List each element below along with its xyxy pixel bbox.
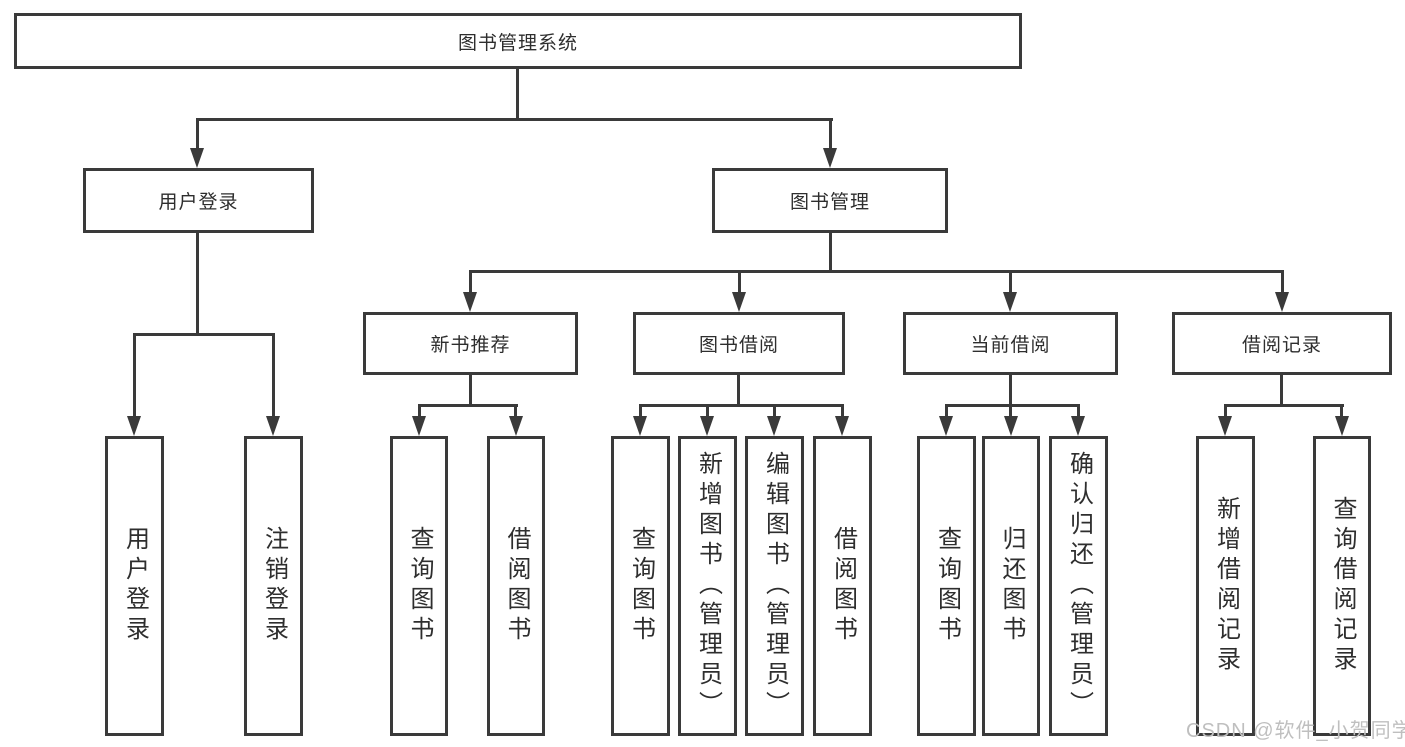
arrow-down-icon: [700, 416, 714, 436]
node-label: 当前借阅: [970, 335, 1051, 356]
connector-drop-add-book-admin: [706, 404, 709, 418]
arrow-down-icon: [127, 416, 141, 436]
arrow-down-icon: [633, 416, 647, 436]
connector-drop-query-books-borrowing: [639, 404, 642, 418]
node-borrowing-records: 借阅记录: [1172, 312, 1392, 375]
leaf-borrow-books-borrowing: 借阅图书: [813, 436, 872, 736]
connector-current-borrowing-stem: [1009, 375, 1012, 407]
node-label: 图书借阅: [698, 335, 779, 356]
leaf-label: 新增图书（管理员）: [694, 451, 722, 721]
arrow-down-icon: [1335, 416, 1349, 436]
csdn-watermark: CSDN @软件_小贺同学: [1186, 720, 1405, 742]
leaf-label: 用户登录: [121, 526, 149, 646]
node-library-system: 图书管理系统: [14, 13, 1022, 69]
connector-drop-leaf-user-login: [133, 333, 136, 417]
connector-drop-user-login: [196, 118, 199, 150]
arrow-down-icon: [835, 416, 849, 436]
leaf-query-books-recommend: 查询图书: [390, 436, 448, 736]
arrow-down-icon: [412, 416, 426, 436]
arrow-down-icon: [1218, 416, 1232, 436]
leaf-add-borrow-record: 新增借阅记录: [1196, 436, 1255, 736]
leaf-query-books-borrowing: 查询图书: [611, 436, 670, 736]
arrow-down-icon: [767, 416, 781, 436]
node-label: 借阅记录: [1241, 335, 1322, 356]
node-current-borrowing: 当前借阅: [903, 312, 1118, 375]
connector-drop-confirm-return-admin: [1077, 404, 1080, 418]
leaf-return-books: 归还图书: [982, 436, 1040, 736]
connector-user-login-horizontal: [133, 333, 275, 336]
leaf-borrow-books-recommend: 借阅图书: [487, 436, 545, 736]
node-user-login: 用户登录: [83, 168, 314, 233]
connector-borrowing-records-horizontal: [1224, 404, 1344, 407]
leaf-label: 注销登录: [260, 526, 288, 646]
leaf-label: 确认归还（管理员）: [1065, 451, 1093, 721]
node-book-management: 图书管理: [712, 168, 948, 233]
connector-current-borrowing-horizontal: [945, 404, 1080, 407]
leaf-label: 归还图书: [998, 526, 1025, 646]
node-label: 新书推荐: [430, 335, 511, 356]
leaf-label: 借阅图书: [829, 526, 857, 646]
node-new-book-recommend: 新书推荐: [363, 312, 578, 375]
connector-borrowing-records-stem: [1280, 375, 1283, 407]
connector-drop-return-books: [1009, 404, 1012, 418]
node-label: 用户登录: [158, 192, 239, 213]
leaf-label: 查询图书: [627, 526, 655, 646]
node-label: 图书管理系统: [457, 32, 578, 54]
arrow-down-icon: [732, 292, 746, 312]
connector-drop-edit-book-admin: [773, 404, 776, 418]
arrow-down-icon: [1003, 292, 1017, 312]
connector-drop-query-books-current: [945, 404, 948, 418]
connector-drop-query-borrow-record: [1340, 404, 1343, 418]
connector-drop-book-borrowing: [738, 270, 741, 294]
connector-book-borrowing-stem: [737, 375, 740, 407]
connector-drop-query-books-recommend: [418, 404, 421, 418]
connector-drop-borrow-books-recommend: [514, 404, 517, 418]
arrow-down-icon: [463, 292, 477, 312]
arrow-down-icon: [1071, 416, 1085, 436]
leaf-label: 借阅图书: [503, 526, 530, 646]
connector-drop-add-borrow-record: [1224, 404, 1227, 418]
leaf-label: 查询图书: [406, 526, 433, 646]
leaf-label: 新增借阅记录: [1212, 496, 1240, 676]
leaf-label: 编辑图书（管理员）: [761, 451, 789, 721]
leaf-add-book-admin: 新增图书（管理员）: [678, 436, 737, 736]
connector-drop-borrowing-records: [1281, 270, 1284, 294]
connector-new-book-recommend-horizontal: [418, 404, 518, 407]
connector-book-management-horizontal: [469, 270, 1283, 273]
leaf-confirm-return-admin: 确认归还（管理员）: [1049, 436, 1108, 736]
arrow-down-icon: [266, 416, 280, 436]
arrow-down-icon: [190, 148, 204, 168]
leaf-label: 查询借阅记录: [1329, 496, 1356, 676]
connector-drop-leaf-logout: [272, 333, 275, 417]
leaf-edit-book-admin: 编辑图书（管理员）: [745, 436, 804, 736]
arrow-down-icon: [823, 148, 837, 168]
connector-book-management-stem: [829, 233, 832, 273]
connector-book-borrowing-horizontal: [639, 404, 844, 407]
node-label: 图书管理: [789, 192, 870, 213]
leaf-logout: 注销登录: [244, 436, 303, 736]
node-book-borrowing: 图书借阅: [633, 312, 845, 375]
connector-drop-new-book-recommend: [469, 270, 472, 294]
leaf-query-borrow-record: 查询借阅记录: [1313, 436, 1371, 736]
leaf-user-login: 用户登录: [105, 436, 164, 736]
arrow-down-icon: [939, 416, 953, 436]
arrow-down-icon: [1004, 416, 1018, 436]
connector-drop-current-borrowing: [1009, 270, 1012, 294]
connector-root-stem: [516, 69, 519, 121]
leaf-label: 查询图书: [933, 526, 961, 646]
connector-root-horizontal: [196, 118, 833, 121]
leaf-query-books-current: 查询图书: [917, 436, 976, 736]
connector-drop-borrow-books-borrowing: [841, 404, 844, 418]
connector-new-book-recommend-stem: [469, 375, 472, 407]
connector-drop-book-management: [829, 118, 832, 150]
connector-user-login-stem: [196, 233, 199, 336]
arrow-down-icon: [509, 416, 523, 436]
arrow-down-icon: [1275, 292, 1289, 312]
